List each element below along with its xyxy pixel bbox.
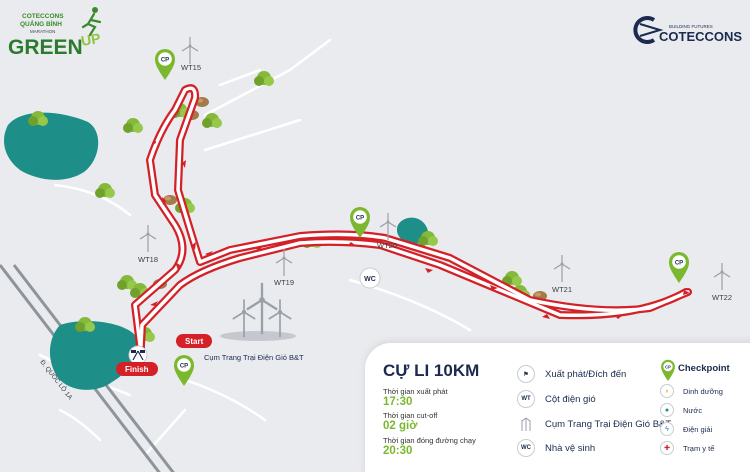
legend-toilet: WC Nhà vệ sinh: [517, 438, 595, 458]
event-logo: COTECCONS QUẢNG BÌNH MARATHON GREEN UP: [8, 7, 102, 59]
svg-text:CP: CP: [356, 216, 364, 222]
lake-southwest: [49, 321, 138, 390]
legend-turbine-pole: WT Cột điện gió: [517, 389, 596, 409]
turbine-label-wt21: WT21: [552, 285, 572, 294]
info-legend-panel: CỰ LI 10KM Thời gian xuất phát 17:30 Thờ…: [365, 343, 750, 472]
wind-farm-icon: [220, 281, 296, 341]
checkpoint-legend-electrolyte: ϟ Điện giải: [660, 421, 712, 437]
checkpoint-pin-east: CP: [669, 252, 689, 283]
svg-text:QUẢNG BÌNH: QUẢNG BÌNH: [20, 19, 62, 28]
wind-turbine-pole-icon: WT: [517, 390, 535, 408]
wc-marker-text: WC: [364, 276, 376, 283]
wind-farm-label: Cụm Trang Trại Điện Gió B&T: [204, 353, 304, 362]
svg-text:UP: UP: [80, 30, 102, 49]
wind-farm-icon: [517, 415, 535, 433]
checkpoint-legend-pin-icon: CP: [660, 359, 676, 386]
runner-icon: [81, 7, 102, 37]
sponsor-logo: BUILDING FUTURES COTECCONS: [633, 16, 742, 44]
svg-text:CP: CP: [675, 261, 683, 267]
route-direction-arrows: [150, 137, 690, 319]
lake-northwest: [4, 112, 99, 180]
turbine-label-wt20: WT20: [377, 241, 397, 250]
race-route: [131, 84, 692, 369]
svg-text:CP: CP: [180, 364, 188, 370]
start-time-label: Thời gian xuất phát: [383, 387, 448, 396]
legend-wind-farm: Cụm Trang Trại Điện Gió B&T: [517, 414, 671, 434]
svg-text:CP: CP: [665, 364, 671, 369]
trees: [28, 71, 530, 342]
turbine-label-wt19: WT19: [274, 278, 294, 287]
svg-text:BUILDING FUTURES: BUILDING FUTURES: [669, 24, 713, 29]
checkpoint-legend-water: ● Nước: [660, 402, 702, 418]
checkpoint-legend-medical: ✚ Trạm y tế: [660, 440, 714, 456]
start-time-value: 17:30: [383, 396, 413, 408]
legend-start-finish: ⚑ Xuất phát/Đích đến: [517, 364, 626, 384]
start-finish-flags-icon: [128, 345, 148, 365]
medical-station-icon: ✚: [660, 441, 674, 455]
finish-label: Finish: [116, 362, 158, 376]
svg-text:CP: CP: [161, 58, 169, 64]
road-close-value: 20:30: [383, 445, 413, 457]
checkpoint-pin-wt20: CP: [350, 207, 370, 238]
start-finish-flags-icon: ⚑: [517, 365, 535, 383]
water-icon: ●: [660, 403, 674, 417]
svg-text:GREEN: GREEN: [8, 36, 83, 59]
turbine-label-wt18: WT18: [138, 255, 158, 264]
cutoff-value: 02 giờ: [383, 420, 418, 432]
toilet-icon: WC: [517, 439, 535, 457]
turbine-label-wt22: WT22: [712, 293, 732, 302]
road-close-label: Thời gian đóng đường chạy: [383, 436, 476, 445]
checkpoint-pin-start: CP: [174, 355, 194, 386]
checkpoint-pin-north: CP: [155, 49, 175, 80]
checkpoint-legend-title: Checkpoint: [678, 363, 730, 374]
checkpoint-legend-nutrition: ◗ Dinh dưỡng: [660, 383, 723, 399]
turbine-label-wt15: WT15: [181, 63, 201, 72]
nutrition-icon: ◗: [660, 384, 674, 398]
background-roads: [38, 38, 472, 457]
start-label: Start: [176, 334, 213, 348]
cutoff-label: Thời gian cut-off: [383, 411, 438, 420]
electrolyte-icon: ϟ: [660, 422, 674, 436]
svg-text:MARATHON: MARATHON: [30, 29, 55, 34]
wc-marker: WC: [359, 267, 381, 289]
distance-title: CỰ LI 10KM: [383, 361, 480, 380]
svg-text:COTECCONS: COTECCONS: [659, 29, 742, 44]
svg-text:COTECCONS: COTECCONS: [22, 13, 64, 20]
